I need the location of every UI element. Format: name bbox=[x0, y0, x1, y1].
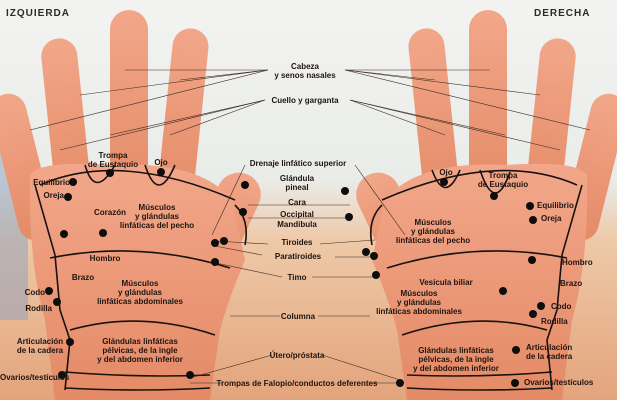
side-label-right: DERECHA bbox=[534, 8, 591, 19]
left-label-rodilla: Rodilla bbox=[25, 304, 52, 313]
leader-lines bbox=[29, 69, 591, 384]
left-label-oreja: Oreja bbox=[43, 191, 64, 200]
left-label-codo: Codo bbox=[24, 288, 45, 297]
right-label-oreja: Oreja bbox=[541, 214, 562, 223]
left-label-brazo: Brazo bbox=[71, 273, 95, 282]
right-label-rodilla: Rodilla bbox=[541, 317, 568, 326]
right-label-ojo: Ojo bbox=[439, 168, 453, 177]
label-cuello: Cuello y garganta bbox=[271, 96, 339, 105]
right-label-hombro: Hombro bbox=[562, 258, 593, 267]
left-label-ovarios: Ovarios/testículos bbox=[0, 373, 70, 382]
reflex-points bbox=[45, 168, 545, 387]
right-label-ovarios: Ovarios/testículos bbox=[524, 378, 594, 387]
left-label-corazon: Corazón bbox=[94, 208, 126, 217]
right-label-vesicula: Vesícula biliar bbox=[419, 278, 473, 287]
side-label-left: IZQUIERDA bbox=[6, 8, 70, 19]
label-trompas: Trompas de Falopio/conductos deferentes bbox=[216, 379, 378, 388]
left-label-ojo: Ojo bbox=[154, 158, 168, 167]
right-label-equilibrio: Equilibrio bbox=[537, 201, 574, 210]
right-label-codo: Codo bbox=[551, 302, 572, 311]
label-mandibula: Mandíbula bbox=[277, 220, 317, 229]
left-label-equilibrio: Equilibrio bbox=[33, 178, 70, 187]
label-columna: Columna bbox=[280, 312, 316, 321]
label-occipital: Occipital bbox=[280, 210, 314, 219]
label-drenaje: Drenaje linfático superior bbox=[249, 159, 347, 168]
label-timo: Timo bbox=[287, 273, 307, 282]
left-label-hombro: Hombro bbox=[89, 254, 121, 263]
label-paratiroides: Paratiroides bbox=[274, 252, 322, 261]
left-hand bbox=[0, 10, 261, 400]
label-cara: Cara bbox=[288, 198, 306, 207]
right-label-brazo: Brazo bbox=[560, 279, 583, 288]
label-utero: Útero/próstata bbox=[269, 351, 325, 360]
label-tiroides: Tiroides bbox=[281, 238, 313, 247]
